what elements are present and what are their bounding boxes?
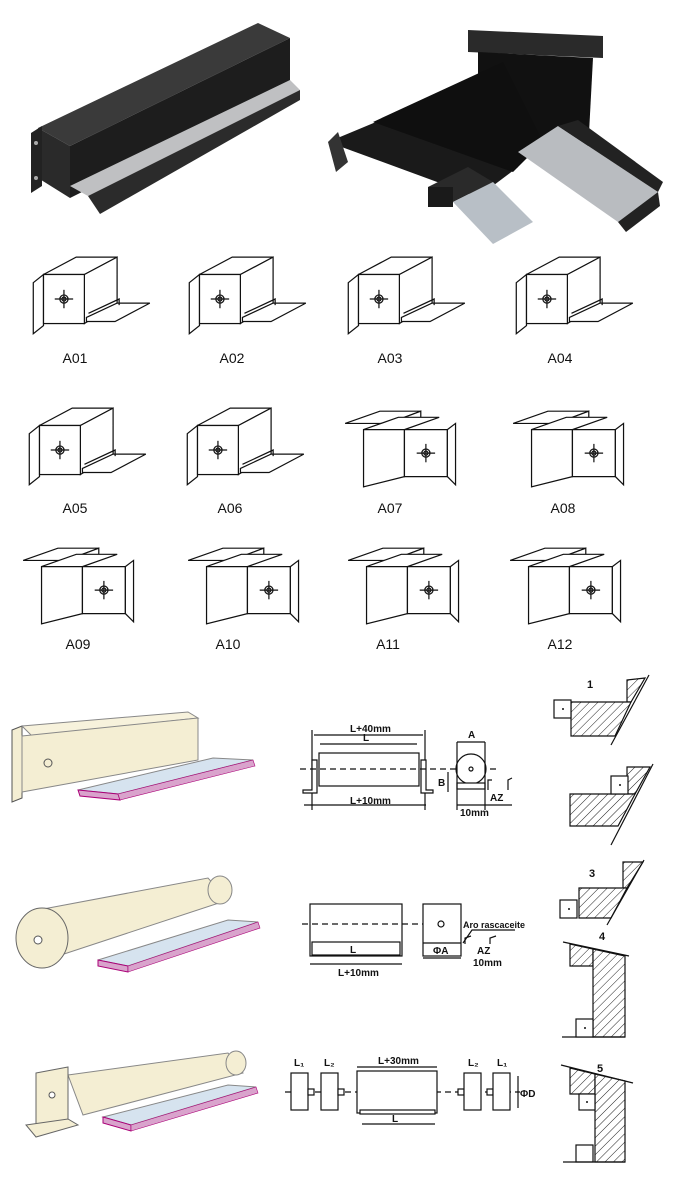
model-diagram-a11 <box>343 540 478 637</box>
dimension-drawing-2: L L+10mm ΦA Aro rascaceite AZ 10mm <box>302 903 525 979</box>
dim-l-plus-10: L+10mm <box>338 968 379 979</box>
dim-l-plus-10: L+10mm <box>350 796 391 807</box>
model-label: A07 <box>377 500 403 516</box>
model-diagram-a08 <box>508 403 643 500</box>
dim-phi-a: ΦA <box>433 946 448 957</box>
dim-l-plus-30: L+30mm <box>378 1056 419 1067</box>
dim-phi-d: ΦD <box>520 1089 535 1100</box>
model-label: A12 <box>547 636 573 652</box>
cover-variants-photo <box>328 30 663 244</box>
model-label: A08 <box>550 500 576 516</box>
model-label: A10 <box>215 636 241 652</box>
model-diagram-a02 <box>178 252 313 349</box>
dimension-drawing-1: L+40mm L L+10mm A B AZ 10mm <box>300 724 513 819</box>
dim-az: AZ <box>477 946 490 957</box>
black-cover-photo <box>31 23 300 214</box>
model-diagram-a10 <box>183 540 318 637</box>
model-diagram-a12 <box>505 540 640 637</box>
dim-l1-left: L₁ <box>294 1058 304 1069</box>
model-label: A02 <box>219 350 245 366</box>
model-diagram-a04 <box>505 252 640 349</box>
cover-illustration-roller-bracket <box>25 1050 259 1138</box>
mount-label-3: 3 <box>589 868 595 880</box>
mount-label-1: 1 <box>587 679 593 691</box>
mount-label-4: 4 <box>599 931 606 943</box>
model-label: A01 <box>62 350 88 366</box>
dim-l1-right: L₁ <box>497 1058 507 1069</box>
cover-illustration-box <box>11 711 256 803</box>
model-label: A03 <box>377 350 403 366</box>
model-label: A06 <box>217 500 243 516</box>
model-diagram-a06 <box>176 403 311 500</box>
dim-b: B <box>438 778 445 789</box>
model-diagram-a03 <box>337 252 472 349</box>
cover-illustration-roller <box>15 875 261 973</box>
aro-rascaceite-label: Aro rascaceite <box>463 920 525 930</box>
model-diagram-a07 <box>340 403 475 500</box>
model-label: A05 <box>62 500 88 516</box>
dim-10mm: 10mm <box>460 808 489 819</box>
dim-a: A <box>468 730 475 741</box>
model-diagram-a09 <box>18 540 153 637</box>
model-label: A11 <box>376 636 400 652</box>
dim-l-plus-40: L+40mm <box>350 724 391 735</box>
mount-label-5: 5 <box>597 1063 603 1075</box>
model-label: A04 <box>547 350 573 366</box>
dim-l2-right: L₂ <box>468 1058 479 1069</box>
model-diagram-a01 <box>22 252 157 349</box>
dim-l: L <box>363 733 369 744</box>
mounting-details: 1 3 4 5 <box>553 674 654 1163</box>
dimension-drawing-3: L₁ L₂ L+30mm L L₂ L₁ ΦD <box>285 1056 535 1125</box>
model-label: A09 <box>65 636 91 652</box>
dim-10mm: 10mm <box>473 958 502 969</box>
dim-l2-left: L₂ <box>324 1058 335 1069</box>
dim-l: L <box>392 1114 398 1125</box>
dim-az: AZ <box>490 793 503 804</box>
dim-l: L <box>350 945 356 956</box>
model-diagram-a05 <box>18 403 153 500</box>
